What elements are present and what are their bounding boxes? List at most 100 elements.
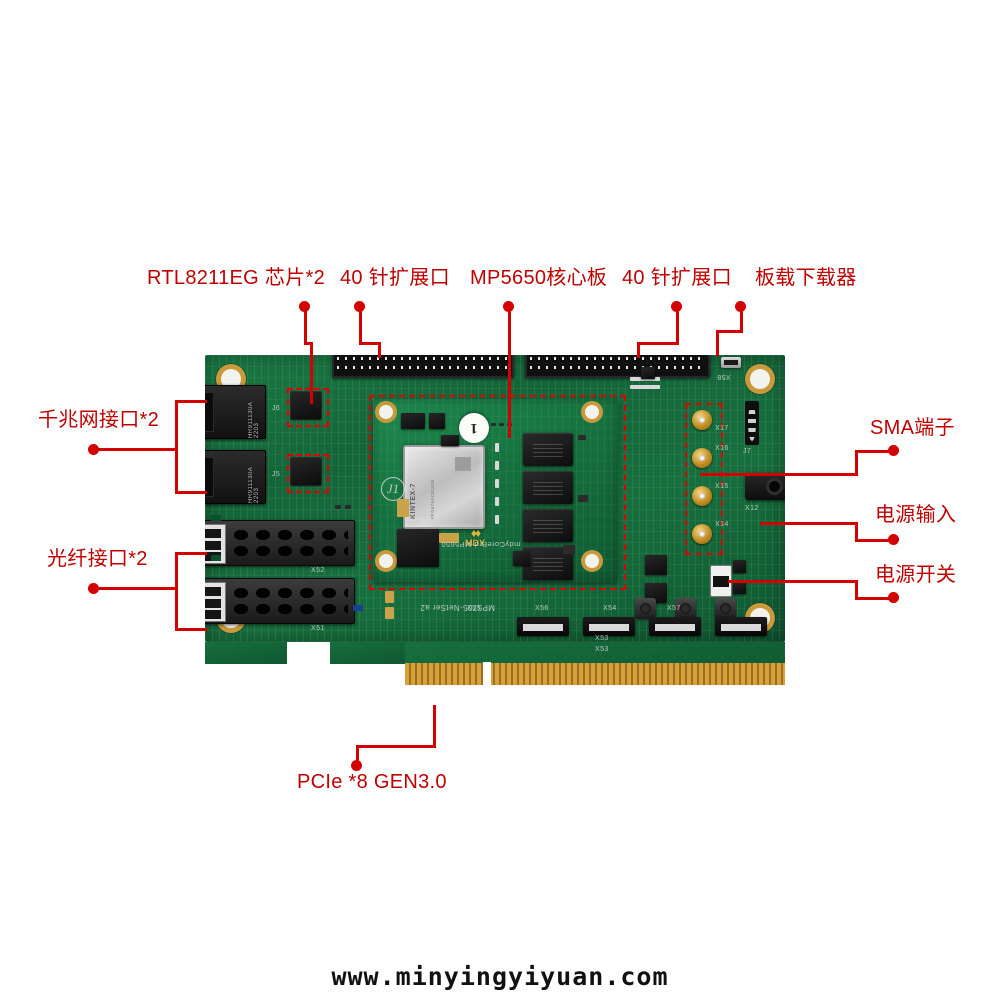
sma-connector-x14[interactable] bbox=[692, 524, 712, 544]
silk-x12: X12 bbox=[745, 505, 759, 512]
silk-x14: X14 bbox=[715, 521, 729, 528]
leader-line-downloader bbox=[740, 305, 743, 333]
leader-line-sma bbox=[700, 473, 858, 476]
leader-line-downloader bbox=[716, 330, 719, 356]
silk-x53-tab: X53 bbox=[595, 646, 609, 653]
ethernet-phy-chip-1 bbox=[291, 392, 321, 419]
leader-line-header-left bbox=[359, 305, 362, 345]
leader-line-pcie bbox=[356, 745, 436, 748]
sma-connector-x17[interactable] bbox=[692, 410, 712, 430]
silk-x57: X57 bbox=[667, 605, 681, 612]
site-watermark: www.minyingyiyuan.com bbox=[331, 962, 669, 991]
sata-connector-4[interactable] bbox=[715, 617, 767, 636]
callout-label-ethernet: 千兆网接口*2 bbox=[38, 409, 160, 431]
core-mounting-hole bbox=[379, 554, 393, 568]
sma-connector-x15[interactable] bbox=[692, 486, 712, 506]
onboard-downloader-usb-port[interactable] bbox=[721, 357, 741, 368]
callout-dot-rtl8211eg[interactable] bbox=[299, 301, 310, 312]
core-module-silkscreen: mdyCoreBrd-MP5650 bbox=[441, 540, 521, 549]
callout-dot-pcie[interactable] bbox=[351, 760, 362, 771]
fpga-development-board: X58 HR911130A 2203 HR911130A 2203 J6 J5 … bbox=[205, 355, 785, 686]
capacitor bbox=[439, 533, 459, 543]
power-regulator-ic bbox=[397, 529, 439, 567]
dc-power-input-jack[interactable] bbox=[745, 473, 785, 500]
leader-line-pcie bbox=[356, 745, 359, 765]
leader-line-rtl8211eg bbox=[304, 342, 313, 345]
leader-line-fiber bbox=[175, 553, 178, 631]
leader-line-header-right bbox=[637, 342, 679, 345]
leader-line-fiber bbox=[175, 628, 207, 631]
power-module bbox=[645, 555, 667, 575]
core-mounting-hole bbox=[585, 554, 599, 568]
callout-label-sma: SMA端子 bbox=[870, 417, 955, 439]
expansion-header-40pin-right[interactable] bbox=[525, 355, 710, 378]
rj45-jack-2[interactable]: HR911130A 2203 bbox=[205, 450, 266, 504]
callout-dot-sma[interactable] bbox=[888, 445, 899, 456]
tact-button-x55[interactable] bbox=[635, 598, 656, 619]
callout-dot-downloader[interactable] bbox=[735, 301, 746, 312]
leader-line-header-right bbox=[676, 305, 679, 345]
callout-dot-ethernet[interactable] bbox=[88, 444, 99, 455]
callout-dot-header-right[interactable] bbox=[671, 301, 682, 312]
silk-j7: J7 bbox=[743, 448, 752, 455]
sfp-cage-2[interactable] bbox=[205, 578, 355, 624]
leader-line-power-input bbox=[855, 539, 893, 542]
fpga-vendor-mark: XILINX bbox=[406, 517, 425, 523]
small-ic bbox=[733, 581, 746, 594]
leader-line-power-switch bbox=[855, 597, 893, 600]
leader-line-fiber bbox=[95, 587, 178, 590]
pcie-edge-tab: X53 bbox=[405, 642, 785, 686]
callout-label-core: MP5650核心板 bbox=[470, 267, 608, 289]
small-ic bbox=[429, 413, 445, 429]
carrier-board-silkscreen: MP5705-NetSer a2 bbox=[420, 603, 495, 612]
silk-x53: X53 bbox=[595, 635, 609, 642]
leader-line-core bbox=[508, 305, 511, 438]
tact-button-x57[interactable] bbox=[715, 598, 736, 619]
silk-x15: X15 bbox=[715, 483, 729, 490]
leader-line-pcie bbox=[433, 705, 436, 747]
sma-connector-x16[interactable] bbox=[692, 448, 712, 468]
core-mounting-hole bbox=[379, 405, 393, 419]
sfp-cage-1[interactable] bbox=[205, 520, 355, 566]
leader-line-ethernet bbox=[95, 448, 178, 451]
ddr-memory-chip bbox=[523, 433, 573, 466]
inspection-sticker: 1 bbox=[459, 413, 489, 443]
leader-line-power-switch bbox=[728, 580, 858, 583]
sata-connector-1[interactable] bbox=[517, 617, 569, 636]
callout-dot-header-left[interactable] bbox=[354, 301, 365, 312]
leader-line-power-input bbox=[760, 522, 858, 525]
leader-line-ethernet bbox=[175, 401, 178, 494]
callout-dot-power-input[interactable] bbox=[888, 534, 899, 545]
leader-line-sma bbox=[855, 450, 858, 475]
mp5650-core-module: KINTEX-7 FFG676ACB1838 XILINX 1 bbox=[373, 399, 618, 582]
leader-line-header-left bbox=[378, 342, 381, 358]
callout-dot-core[interactable] bbox=[503, 301, 514, 312]
callout-label-fiber: 光纤接口*2 bbox=[47, 548, 148, 570]
expansion-header-40pin-left[interactable] bbox=[332, 355, 514, 378]
leader-line-sma bbox=[855, 450, 893, 453]
ethernet-phy-chip-2 bbox=[291, 458, 321, 485]
callout-label-pcie: PCIe *8 GEN3.0 bbox=[297, 771, 447, 793]
leader-line-downloader bbox=[716, 330, 743, 333]
rj45-jack-1[interactable]: HR911130A 2203 bbox=[205, 385, 266, 439]
core-mounting-hole bbox=[585, 405, 599, 419]
silk-x58: X58 bbox=[717, 373, 731, 380]
callout-dot-fiber[interactable] bbox=[88, 583, 99, 594]
callout-dot-power-switch[interactable] bbox=[888, 592, 899, 603]
silk-x51: X51 bbox=[311, 625, 325, 632]
silk-x17: X17 bbox=[715, 425, 729, 432]
tact-button-x56[interactable] bbox=[675, 598, 696, 619]
sata-connector-3[interactable] bbox=[649, 617, 701, 636]
silk-x52: X52 bbox=[311, 567, 325, 574]
callout-label-rtl8211eg: RTL8211EG 芯片*2 bbox=[147, 267, 325, 289]
silk-j6: J6 bbox=[272, 405, 281, 412]
capacitor bbox=[397, 499, 409, 517]
mounting-hole bbox=[750, 369, 770, 389]
ddr-memory-chip bbox=[523, 509, 573, 542]
sata-connector-2[interactable] bbox=[583, 617, 635, 636]
pin-header-j7[interactable] bbox=[745, 401, 759, 445]
brand-logo: ♦♦MDY bbox=[465, 526, 485, 548]
board-cutout bbox=[205, 642, 405, 685]
silk-x56: X56 bbox=[535, 605, 549, 612]
